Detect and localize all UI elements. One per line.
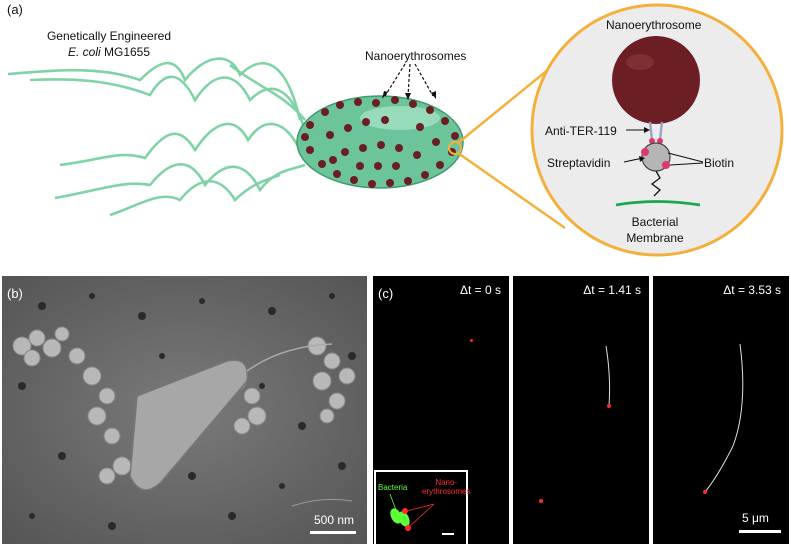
frame-3-scale-label: 5 μm <box>742 511 769 525</box>
flagellum-2 <box>29 75 307 131</box>
antibody <box>648 121 664 141</box>
sem-bacterium <box>129 359 249 491</box>
pointer-arrows <box>384 63 434 97</box>
membrane-label-line2: Membrane <box>626 231 684 245</box>
frame-3-time: Δt = 3.53 s <box>723 283 781 297</box>
streptavidin-label: Streptavidin <box>547 156 611 170</box>
species-italic: E. coli <box>67 45 101 59</box>
flagellum-1 <box>7 57 302 121</box>
sem-image: (b) 500 nm <box>2 276 367 544</box>
panel-b-label: (b) <box>7 286 23 301</box>
flagellum-5 <box>109 173 281 217</box>
inset-nano-line1: Nano- <box>435 478 458 487</box>
zoom-nanoerythrosome-label: Nanoerythrosome <box>606 18 702 32</box>
flagellum-4 <box>54 163 306 200</box>
sem-texture <box>2 276 367 544</box>
nanoerythrosomes-label: Nanoerythrosomes <box>365 49 467 63</box>
flagella <box>7 57 307 217</box>
panel-c-label: (c) <box>378 286 394 301</box>
flagellum-6 <box>229 63 307 121</box>
frame-3-track <box>703 343 781 533</box>
bacterium-title-line1: Genetically Engineered <box>46 29 172 43</box>
flagellum-3 <box>59 122 302 167</box>
sem-scale-label: 500 nm <box>314 513 355 527</box>
frame-3: Δt = 3.53 s 5 μm <box>653 276 789 544</box>
nanoerythrosome-sphere <box>612 36 700 124</box>
frame-2-time: Δt = 1.41 s <box>583 283 641 297</box>
frame-2: Δt = 1.41 s <box>513 276 649 544</box>
inset-bacteria-label: Bacteria <box>378 483 408 492</box>
panel-a-illustration <box>7 3 784 257</box>
strain-name: MG1655 <box>100 45 151 59</box>
membrane-label-line1: Bacterial <box>631 215 679 229</box>
sem-scale-bar <box>310 531 356 534</box>
frame-2-track <box>539 345 611 503</box>
frame-1-time: Δt = 0 s <box>459 283 501 297</box>
inset-nano-label: Nano- erythrosomes <box>422 478 470 496</box>
anti-ter-label: Anti-TER-119 <box>545 124 617 138</box>
biotin-label: Biotin <box>704 156 735 170</box>
zoom-circle <box>530 3 784 257</box>
bacterium-title: Genetically Engineered E. coli MG1655 <box>34 28 184 60</box>
inset-nano-line2: erythrosomes <box>422 487 471 496</box>
particles <box>301 96 459 188</box>
panel-a-label: (a) <box>7 2 23 17</box>
inset: Bacteria Nano- erythrosomes <box>374 470 470 546</box>
inset-image <box>389 493 454 535</box>
bacterium-title-line2: E. coli MG1655 <box>34 44 184 60</box>
frame-1-particle <box>470 339 473 342</box>
membrane-label: Bacterial Membrane <box>620 214 690 246</box>
membrane-line <box>615 200 701 207</box>
frame-3-scale-bar <box>739 530 781 533</box>
frame-1: (c) Δt = 0 s Bacteria Nano- erythrosomes <box>373 276 509 546</box>
zoom-origin-ring <box>448 141 462 155</box>
